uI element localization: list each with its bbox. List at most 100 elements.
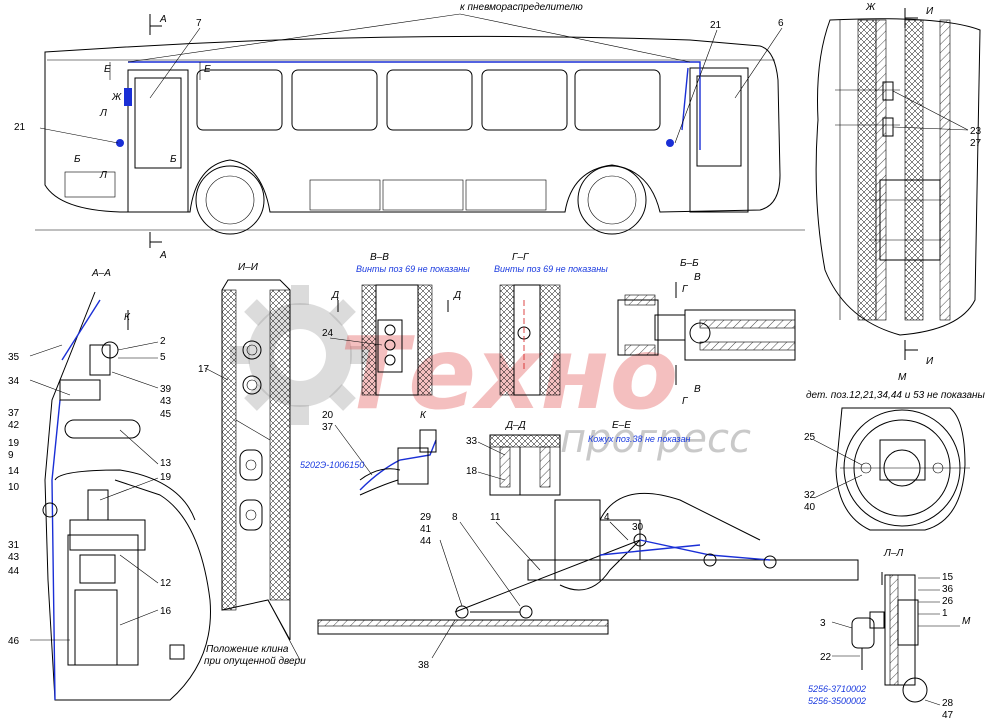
view-vv: [329, 284, 449, 396]
section-m-ll: М: [962, 616, 971, 627]
bus-label: 7: [196, 18, 202, 29]
m-note: дет. поз.12,21,34,44 и 53 не показаны: [806, 390, 986, 401]
aa-label: 39: [160, 384, 172, 395]
mech-label: 41: [420, 524, 432, 535]
view-k: [334, 424, 437, 496]
watermark-sub: прогресс: [560, 416, 751, 462]
aa-label: 19: [8, 438, 20, 449]
mech-label: 11: [490, 512, 501, 523]
section-g-top: Г: [682, 284, 689, 295]
ll-label: 22: [820, 652, 832, 663]
view-bb-title: Б–Б: [680, 258, 699, 269]
ll-labels: 15 36 26 1 3 22 28 47: [820, 572, 954, 721]
section-v-bottom: В: [694, 384, 701, 395]
view-m-title: М: [898, 372, 907, 383]
view-ii: [204, 279, 301, 661]
aa-label: 10: [8, 482, 20, 493]
aa-label: 43: [160, 396, 172, 407]
view-ll-title: Л–Л: [883, 548, 903, 559]
m-label: 40: [804, 502, 816, 513]
aa-label: 34: [8, 376, 20, 387]
zh-label: 23: [970, 126, 982, 137]
section-b-right: Б: [170, 154, 177, 165]
view-zh: [815, 8, 981, 360]
ii-caption-2: при опущенной двери: [204, 656, 306, 667]
ee-note: Кожух поз.38 не показан: [588, 434, 691, 444]
aa-label: 43: [8, 552, 20, 563]
k-part: 5202Э-1006150: [300, 460, 364, 470]
aa-label: 9: [8, 450, 14, 461]
section-l-top: Л: [99, 108, 107, 119]
aa-label: 12: [160, 578, 172, 589]
bus-label: 6: [778, 18, 784, 29]
aa-label: 46: [8, 636, 20, 647]
ii-label: 17: [198, 364, 210, 375]
mech-label: 8: [452, 512, 458, 523]
ll-label: 1: [942, 608, 948, 619]
section-b-left: Б: [74, 154, 81, 165]
note-pneumo: к пневмораспределителю: [460, 2, 583, 13]
ll-label: 26: [942, 596, 954, 607]
gg-note: Винты поз 69 не показаны: [494, 264, 608, 274]
aa-labels: 35 34 37 42 19 9 14 10 31 43 44 46 2 5 3…: [8, 336, 172, 647]
view-ll: [831, 572, 960, 706]
ll-label: 36: [942, 584, 954, 595]
section-e-right: Е: [204, 64, 211, 75]
section-a-bottom: А: [159, 250, 167, 261]
ll-part-1: 5256-3710002: [808, 684, 866, 694]
view-ee: [317, 492, 859, 659]
aa-label: 35: [8, 352, 20, 363]
mech-label: 29: [420, 512, 432, 523]
mech-label: 38: [418, 660, 430, 671]
section-l-bottom: Л: [99, 170, 107, 181]
view-ee-title: Е–Е: [612, 420, 631, 431]
section-d-left: Д: [331, 290, 339, 301]
view-aa-title: А–А: [91, 268, 111, 279]
view-gg-title: Г–Г: [512, 252, 530, 263]
ll-part-2: 5256-3500002: [808, 696, 866, 706]
aa-label: 31: [8, 540, 20, 551]
view-dd: [477, 434, 561, 496]
mech-label: 4: [604, 512, 610, 523]
section-a-top: А: [159, 14, 167, 25]
dd-label: 18: [466, 466, 478, 477]
view-vv-title: В–В: [370, 252, 389, 263]
bus-label: 21: [710, 20, 722, 31]
aa-label: 14: [8, 466, 20, 477]
view-gg: [499, 284, 561, 396]
section-g-bottom: Г: [682, 396, 689, 407]
view-k-title: К: [420, 410, 427, 421]
view-ii-title: И–И: [238, 262, 259, 273]
aa-label: 16: [160, 606, 172, 617]
aa-label: 42: [8, 420, 20, 431]
m-label: 25: [804, 432, 816, 443]
view-aa: [29, 291, 211, 701]
section-d-right: Д: [453, 290, 461, 301]
ll-label: 28: [942, 698, 954, 709]
aa-label: 13: [160, 458, 172, 469]
view-bb: [617, 282, 796, 385]
zh-label: 27: [970, 138, 982, 149]
ll-label: 47: [942, 710, 954, 721]
aa-label: 37: [8, 408, 20, 419]
k-label: 37: [322, 422, 334, 433]
mech-label: 44: [420, 536, 432, 547]
view-zh-title: Ж: [865, 2, 876, 13]
k-label: 20: [322, 410, 334, 421]
section-v-top: В: [694, 272, 701, 283]
section-k-aa: К: [124, 312, 131, 323]
ii-caption-1: Положение клина: [206, 644, 289, 655]
section-zh-bus: Ж: [111, 92, 122, 103]
aa-label: 44: [8, 566, 20, 577]
view-dd-title: Д–Д: [505, 420, 526, 431]
dd-label: 33: [466, 436, 478, 447]
mech-labels: 29 41 44 8 11 4 30 38: [418, 512, 644, 671]
bus-side-view: [35, 13, 805, 248]
aa-label: 45: [160, 409, 172, 420]
bus-label: 21: [14, 122, 26, 133]
vv-label: 24: [322, 328, 334, 339]
ll-label: 15: [942, 572, 954, 583]
aa-label: 19: [160, 472, 172, 483]
